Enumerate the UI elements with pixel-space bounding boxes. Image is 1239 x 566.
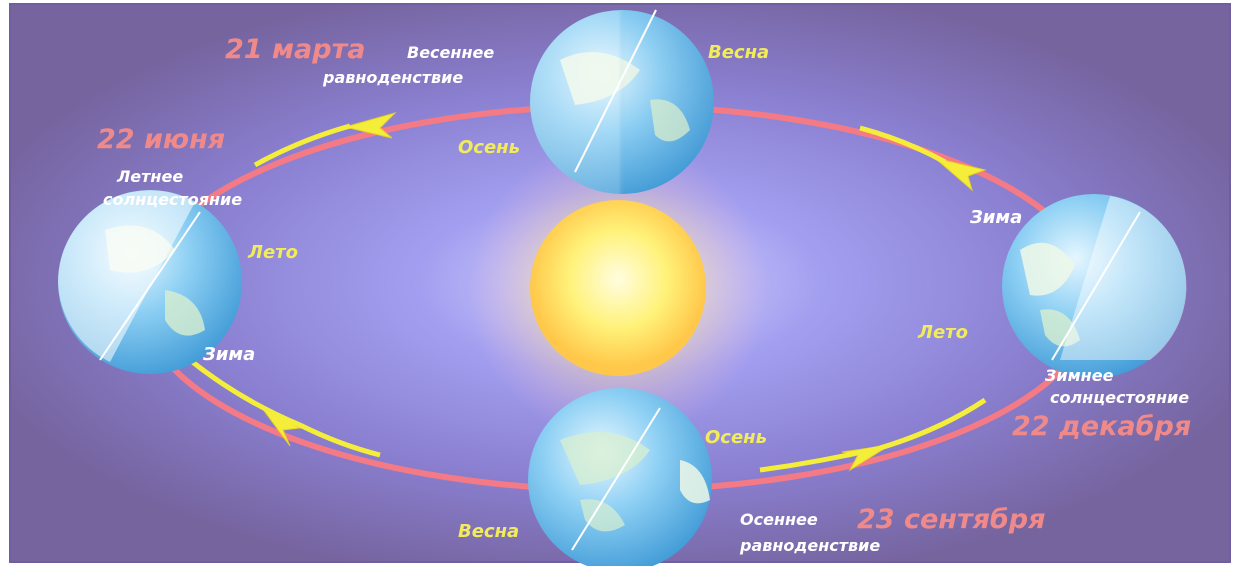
orbit-arrows (188, 112, 987, 473)
season-right-top: Зима (969, 207, 1022, 228)
season-right-left: Лето (917, 322, 968, 343)
autumn-date: 23 сентября (857, 504, 1045, 535)
arrow-trail-bottom-left (188, 358, 381, 458)
arrow-right-top (934, 157, 987, 192)
season-left-right: Лето (247, 242, 298, 263)
winter-event-line1: Зимнее (1044, 366, 1114, 385)
spring-event-line2: равноденствие (322, 68, 463, 87)
season-top-left: Осень (458, 137, 520, 158)
earth-left-axis (99, 211, 201, 361)
season-bottom-right: Осень (705, 427, 767, 448)
autumn-event-line1: Осеннее (740, 510, 818, 529)
season-top-right: Весна (708, 42, 769, 63)
arrow-top-left (344, 112, 397, 139)
arrow-trail-right-top (859, 125, 947, 165)
arrow-trail-top-left (253, 123, 351, 168)
arrow-trail-bottom-right (759, 397, 987, 473)
earth-top (530, 9, 714, 194)
spring-date: 21 марта (225, 34, 365, 65)
earth-right-axis (1051, 211, 1141, 361)
season-left-bottom: Зима (202, 344, 255, 365)
summer-event-line2: солнцестояние (103, 190, 242, 209)
earth-bottom (528, 388, 712, 566)
earth-bottom-axis (571, 407, 661, 551)
winter-event-line2: солнцестояние (1050, 388, 1189, 407)
autumn-event-line2: равноденствие (739, 536, 880, 555)
earth-left (58, 190, 242, 374)
spring-event-line1: Весеннее (407, 43, 494, 62)
summer-event-line1: Летнее (116, 167, 183, 186)
earth-top-axis (574, 9, 657, 173)
season-bottom-left: Весна (458, 521, 519, 542)
summer-date: 22 июня (97, 124, 225, 155)
sun (530, 200, 706, 376)
earth-right (1002, 194, 1187, 378)
winter-date: 22 декабря (1012, 411, 1191, 442)
